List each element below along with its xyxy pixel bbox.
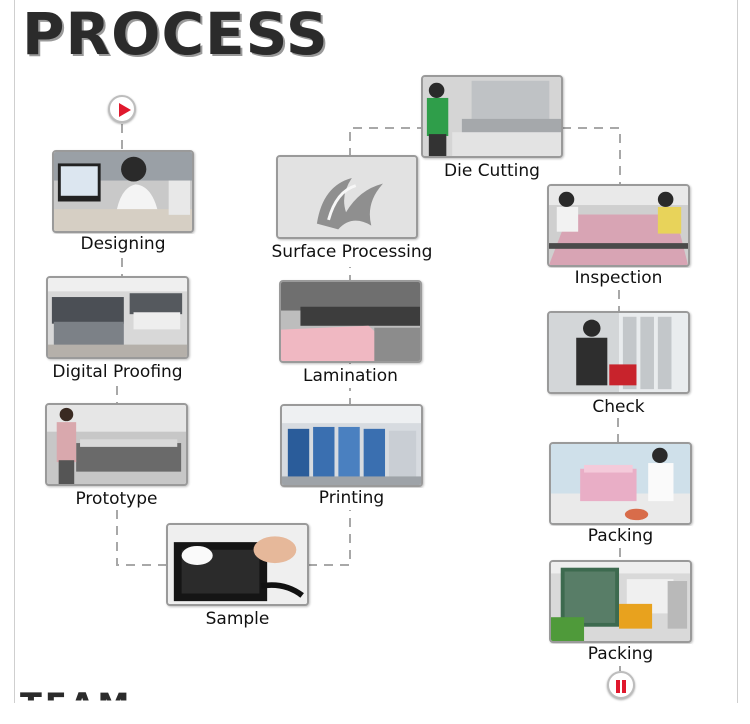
step-surface-processing: Surface Processing (264, 155, 440, 267)
check-photo (547, 311, 690, 394)
step-die-cutting: Die Cutting (421, 75, 563, 183)
step-label-digital-proofing: Digital Proofing (46, 362, 189, 382)
step-label-prototype: Prototype (45, 489, 188, 509)
die-cutting-photo (421, 75, 563, 158)
step-label-printing: Printing (280, 488, 423, 508)
step-check: Check (547, 311, 690, 419)
process-end-button[interactable] (607, 671, 635, 699)
step-inspection: Inspection (547, 184, 690, 292)
connector-surface-diecutting (349, 127, 421, 157)
surface-processing-photo (276, 155, 418, 239)
play-icon (119, 103, 131, 117)
inspection-photo (547, 184, 690, 267)
connector-diecutting-inspection (562, 127, 621, 185)
connector-sample-printing (308, 510, 351, 566)
step-lamination: Lamination (279, 280, 422, 388)
pause-icon (616, 680, 620, 693)
digital-proofing-photo (46, 276, 189, 359)
step-prototype: Prototype (45, 403, 188, 515)
step-label-lamination: Lamination (279, 366, 422, 386)
step-label-sample: Sample (166, 609, 309, 629)
step-label-packing-1: Packing (549, 526, 692, 546)
step-sample: Sample (166, 523, 309, 633)
step-label-designing: Designing (52, 234, 194, 254)
designing-photo (52, 150, 194, 233)
step-label-die-cutting: Die Cutting (421, 161, 563, 181)
step-label-check: Check (547, 397, 690, 417)
page-frame (14, 0, 738, 703)
printing-photo (280, 404, 423, 487)
connector-prototype-sample (116, 510, 168, 566)
prototype-photo (45, 403, 188, 486)
step-digital-proofing: Digital Proofing (46, 276, 189, 386)
lamination-photo (279, 280, 422, 363)
step-label-inspection: Inspection (547, 268, 690, 288)
packing-1-photo (549, 442, 692, 525)
step-printing: Printing (280, 404, 423, 512)
next-section-title: TEAM (20, 686, 133, 724)
page-title: PROCESS (22, 0, 329, 68)
step-label-packing-2: Packing (549, 644, 692, 664)
step-packing-2: Packing (549, 560, 692, 668)
step-designing: Designing (52, 150, 194, 260)
process-start-button[interactable] (108, 95, 136, 123)
step-packing-1: Packing (549, 442, 692, 550)
step-label-surface-processing: Surface Processing (264, 242, 440, 262)
packing-2-photo (549, 560, 692, 643)
sample-photo (166, 523, 309, 606)
